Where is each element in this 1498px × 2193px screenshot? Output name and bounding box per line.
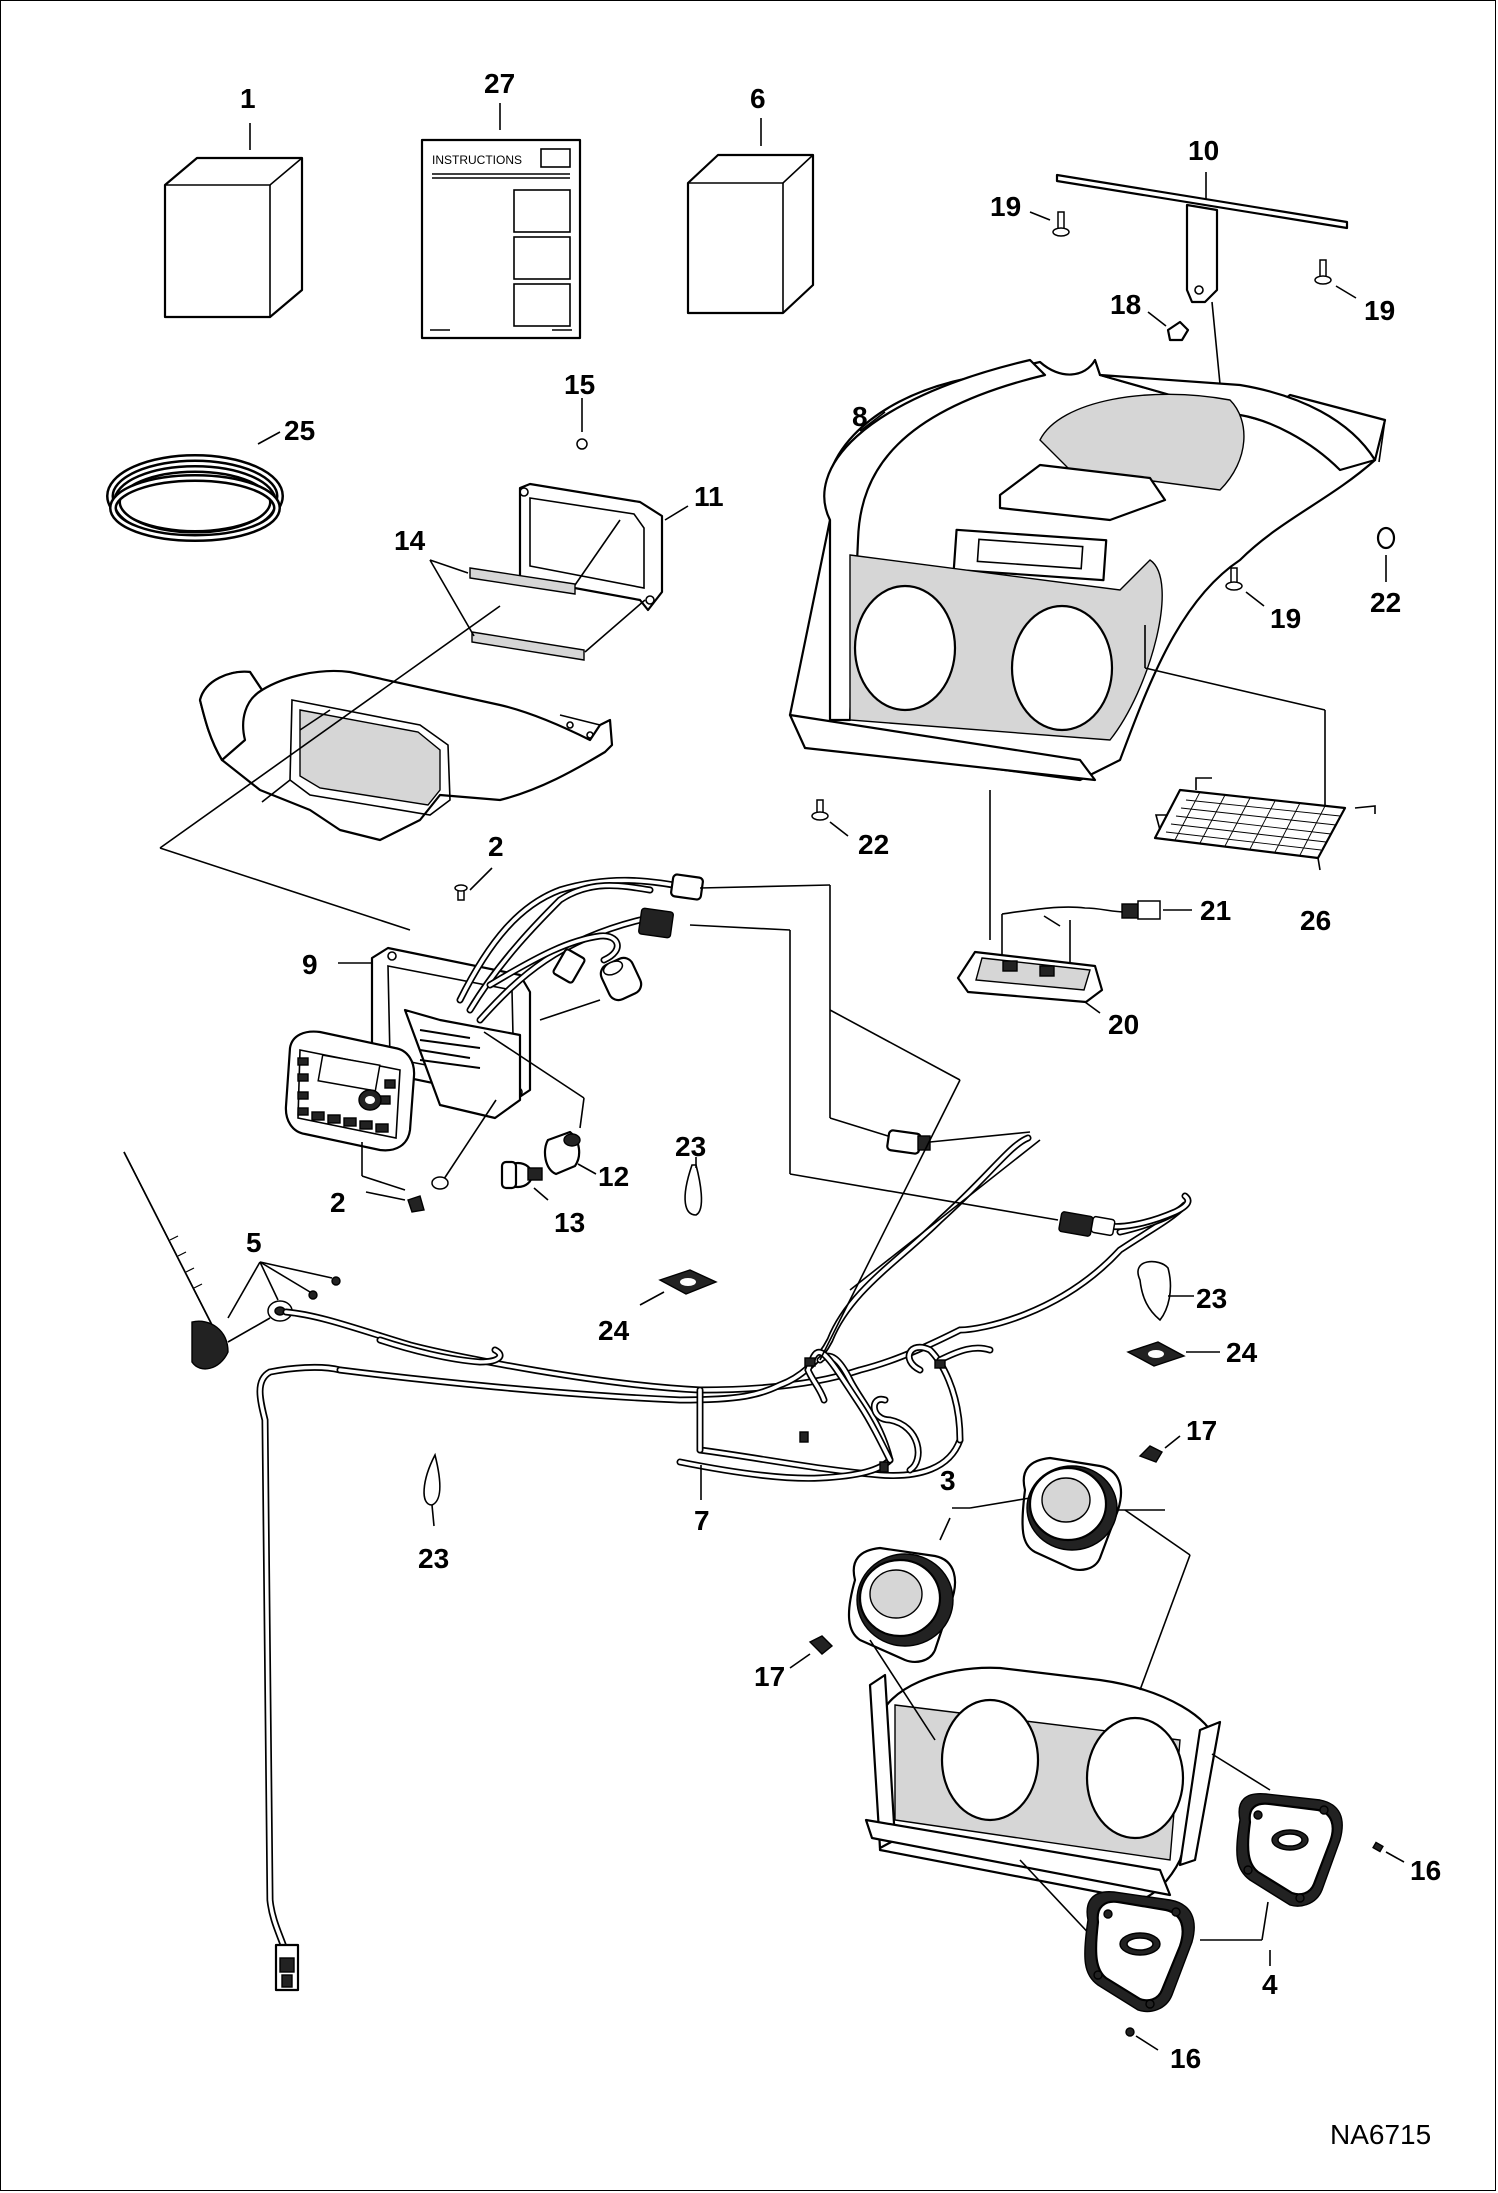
callout-6: 6 (750, 83, 766, 114)
screw-19-left (1029, 211, 1070, 237)
callout-10: 10 (1188, 135, 1219, 166)
part-6-box (686, 118, 815, 315)
callout-16-left: 16 (1170, 2043, 1201, 2074)
callout-12: 12 (598, 1161, 629, 1192)
part-10-bracket (1055, 172, 1349, 426)
clip-18 (1147, 311, 1190, 342)
part-1-box (163, 123, 304, 319)
antenna-5 (123, 1151, 341, 1370)
mount-24-right (1126, 1341, 1220, 1367)
callout-3: 3 (940, 1465, 956, 1496)
callout-18: 18 (1110, 289, 1141, 320)
callout-9: 9 (302, 949, 318, 980)
callout-22-right: 22 (1370, 587, 1401, 618)
callout-8: 8 (852, 401, 868, 432)
figure-code: NA6715 (1330, 2119, 1431, 2150)
callout-2-lower: 2 (330, 1187, 346, 1218)
callout-20: 20 (1108, 1009, 1139, 1040)
callout-7: 7 (694, 1505, 710, 1536)
callout-17-upper: 17 (1186, 1415, 1217, 1446)
callout-23-top: 23 (675, 1131, 706, 1162)
part-12-switch (483, 1031, 597, 1176)
callout-24-right: 24 (1226, 1337, 1258, 1368)
callout-14: 14 (394, 525, 426, 556)
callout-5: 5 (246, 1227, 262, 1258)
callout-26: 26 (1300, 905, 1331, 936)
screw-15 (576, 398, 588, 450)
callout-16-right: 16 (1410, 1855, 1441, 1886)
screw-2-top (454, 867, 493, 901)
part-13-knob (500, 1160, 549, 1201)
rivet-22-right (1376, 526, 1396, 582)
clip-17-upper (1138, 1435, 1181, 1463)
speaker-pod-housing (864, 1509, 1271, 1941)
speaker-3-lower (847, 1517, 957, 1663)
part-11-bezel (518, 482, 689, 612)
screw-19-right (1314, 259, 1357, 299)
mount-24-top (639, 1269, 718, 1306)
speaker-grille-4-right (1236, 1793, 1405, 1907)
part-26-grille (1153, 777, 1376, 871)
callout-22-left: 22 (858, 829, 889, 860)
callout-23-right: 23 (1196, 1283, 1227, 1314)
harness-7 (256, 1009, 1192, 1992)
zip-tie-23-top (684, 1157, 703, 1216)
instructions-sheet-title: INSTRUCTIONS (432, 153, 522, 167)
callout-27: 27 (484, 68, 515, 99)
callout-15: 15 (564, 369, 595, 400)
speaker-3-upper (1021, 1456, 1165, 1571)
callout-19-top-right: 19 (1364, 295, 1395, 326)
rivet-22-left (811, 799, 849, 837)
part-25-coiled-cable (106, 431, 284, 542)
callout-19-lower: 19 (1270, 603, 1301, 634)
callout-24-top: 24 (598, 1315, 630, 1346)
screw-2-lower (361, 1099, 497, 1213)
callout-25: 25 (284, 415, 315, 446)
callout-4: 4 (1262, 1969, 1278, 2000)
radio-wiring (456, 873, 704, 1024)
zip-tie-23-right (1137, 1260, 1194, 1322)
part-21-harness (1001, 900, 1192, 927)
callout-17-lower: 17 (754, 1661, 785, 1692)
dash-panel-housing (198, 669, 614, 842)
speaker-grille-4-left (1084, 1891, 1195, 2051)
part-20-dome-light (956, 914, 1104, 1014)
part-14-strips (429, 519, 646, 661)
callout-1: 1 (240, 83, 256, 114)
callout-13: 13 (554, 1207, 585, 1238)
zip-tie-23-bottom (423, 1452, 441, 1527)
callout-2-top: 2 (488, 831, 504, 862)
part-27-instruction-sheet: INSTRUCTIONS (420, 103, 582, 340)
leader-line (159, 605, 501, 849)
clip-17-lower (789, 1635, 834, 1669)
part-8-overhead-console (788, 358, 1387, 940)
callout-19-top-left: 19 (990, 191, 1021, 222)
screw-19-lower (1225, 567, 1265, 607)
callout-11: 11 (694, 481, 724, 512)
callout-21: 21 (1200, 895, 1231, 926)
callout-23-bottom: 23 (418, 1543, 449, 1574)
